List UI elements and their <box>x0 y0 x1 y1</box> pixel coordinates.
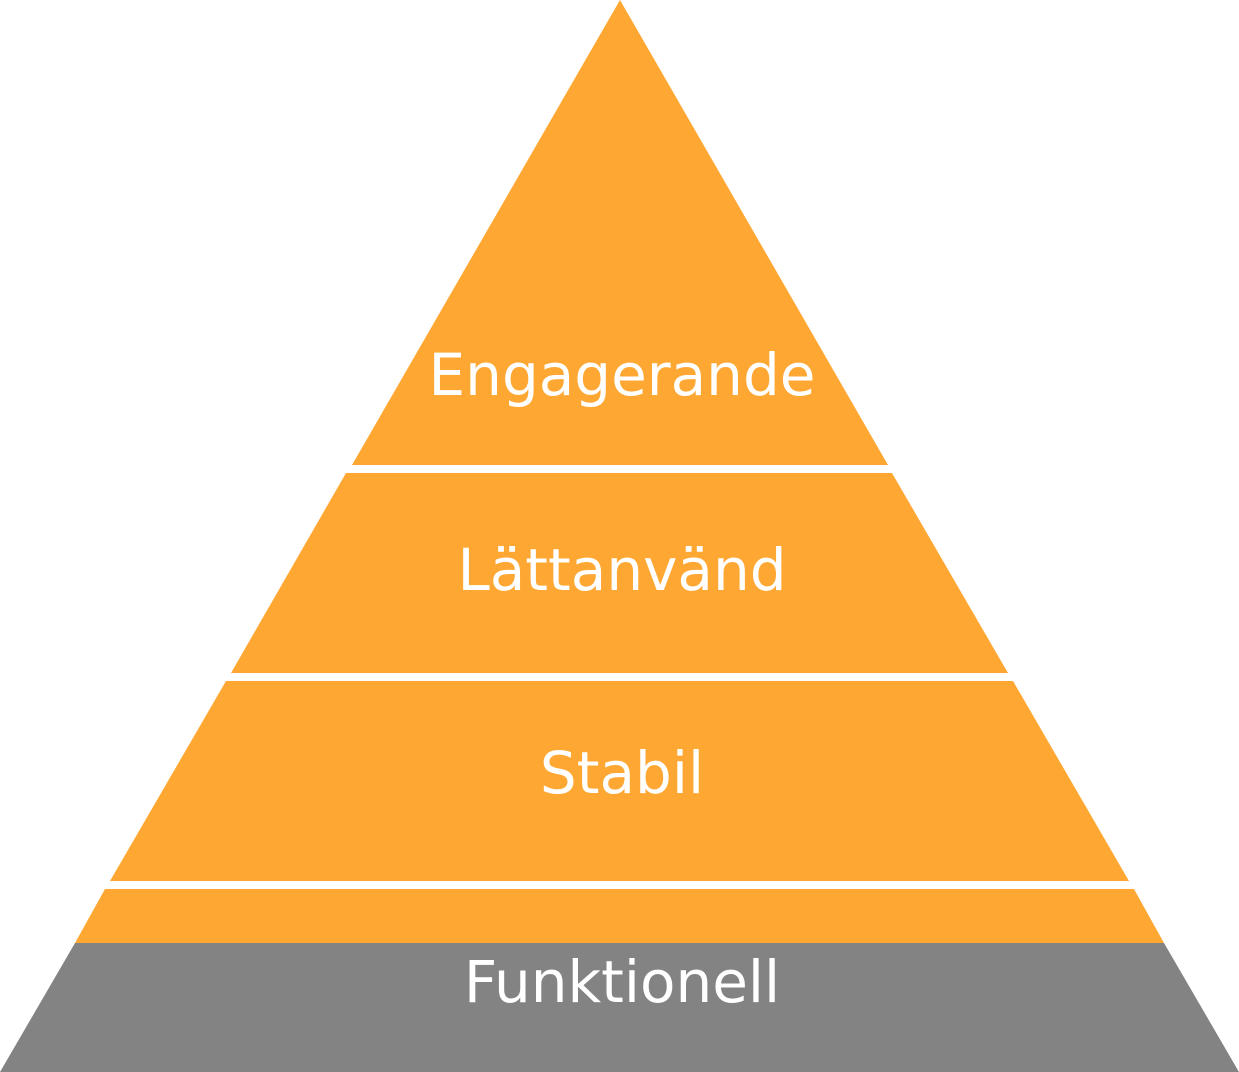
pyramid-level-lattanvand <box>231 473 1008 673</box>
level-label-stabil: Stabil <box>540 739 704 807</box>
pyramid-level-stabil <box>110 681 1129 881</box>
pyramid-level-funktionell-base <box>0 943 1239 1072</box>
level-label-lattanvand: Lättanvänd <box>457 536 786 604</box>
level-label-engagerande: Engagerande <box>429 341 816 409</box>
pyramid-level-funktionell-top <box>75 889 1164 943</box>
pyramid-level-engagerande <box>352 0 888 465</box>
level-label-funktionell: Funktionell <box>464 948 780 1016</box>
